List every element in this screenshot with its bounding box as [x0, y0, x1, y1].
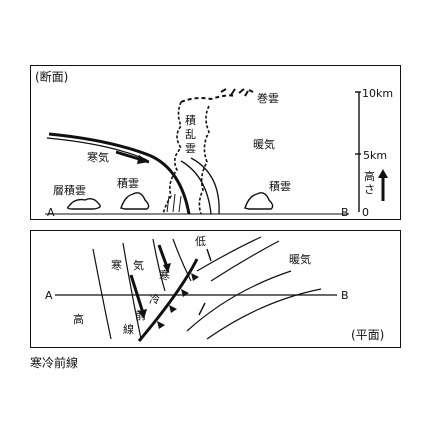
- updraft-line-2: [190, 157, 220, 215]
- isobar-5: [186, 270, 292, 332]
- isobar-7: [196, 236, 262, 272]
- isobar-4: [172, 238, 192, 282]
- plan-warm-air-label: 暖気: [289, 252, 311, 266]
- low-label: 低: [195, 235, 206, 248]
- plan-cold-char-2: 気: [133, 258, 144, 272]
- cb-char-2: 乱: [185, 128, 196, 141]
- front-char-3: 前: [135, 308, 146, 322]
- rain-streaks: [166, 193, 182, 213]
- cumulonimbus-right-edge: [198, 105, 210, 215]
- isobar-2: [122, 242, 142, 340]
- front-surface: [48, 132, 191, 215]
- height-arrowhead: [378, 169, 388, 178]
- figure-caption: 寒冷前線: [30, 356, 79, 370]
- cold-air-label: 寒気: [87, 150, 109, 164]
- cb-char-3: 雲: [185, 142, 196, 155]
- height-char-2: さ: [364, 183, 375, 196]
- cirrus-edge: [180, 94, 237, 103]
- isobar-6: [206, 288, 322, 340]
- section-point-b: B: [341, 206, 349, 219]
- front-char-1: 寒: [159, 268, 170, 282]
- plan-point-a: A: [45, 289, 53, 302]
- cumulus-left-label: 積雲: [117, 176, 139, 190]
- isobar-8: [210, 240, 280, 282]
- section-point-a: A: [47, 206, 55, 219]
- cirrus-label: 巻雲: [257, 92, 279, 105]
- plan-point-b: B: [341, 289, 349, 302]
- cross-section-diagram: (断面) 巻雲 積 乱 雲 寒気 暖気 層積雲 積雲 積雲: [35, 69, 393, 219]
- high-label: 高: [73, 312, 84, 326]
- isobar-3: [152, 238, 166, 292]
- cold-front-barbs: [157, 273, 199, 329]
- warm-air-label: 暖気: [253, 137, 275, 151]
- plan-view-diagram: A B 低 寒 気 暖気 高 寒 冷 前 線 (平面): [45, 235, 384, 342]
- plan-view-panel: A B 低 寒 気 暖気 高 寒 冷 前 線 (平面): [30, 230, 401, 348]
- cold-arrowhead-2: [138, 309, 147, 319]
- updraft-line-1: [180, 160, 212, 215]
- scale-top-label: 10km: [362, 87, 393, 100]
- warm-arrow-2: [198, 302, 206, 316]
- height-char-1: 高: [364, 169, 375, 183]
- section-heading: (断面): [35, 69, 68, 84]
- plan-heading: (平面): [351, 328, 384, 342]
- stratocumulus-cloud: [66, 197, 101, 210]
- cross-section-panel: (断面) 巻雲 積 乱 雲 寒気 暖気 層積雲 積雲 積雲: [30, 65, 401, 220]
- cold-air-arrowhead: [137, 155, 149, 164]
- scale-zero-label: 0: [362, 206, 369, 219]
- plan-cold-char-1: 寒: [111, 258, 122, 272]
- cumulus-right-cloud: [244, 192, 274, 210]
- cold-arrow-1: [157, 244, 169, 268]
- front-char-4: 線: [123, 322, 134, 336]
- cumulus-right-label: 積雲: [269, 179, 291, 193]
- cold-arrow-2: [129, 274, 145, 314]
- scale-mid-label: 5km: [363, 149, 387, 162]
- isobar-1: [92, 248, 112, 340]
- cumulus-left-cloud: [120, 192, 150, 210]
- front-char-2: 冷: [149, 293, 160, 306]
- warm-arrow-1: [206, 248, 212, 262]
- cirrus-wisps: [220, 88, 254, 97]
- cb-char-1: 積: [185, 113, 196, 127]
- cumulonimbus-left-edge: [162, 101, 183, 215]
- stratocumulus-label: 層積雲: [53, 183, 86, 197]
- cold-arrowhead-1: [163, 263, 171, 273]
